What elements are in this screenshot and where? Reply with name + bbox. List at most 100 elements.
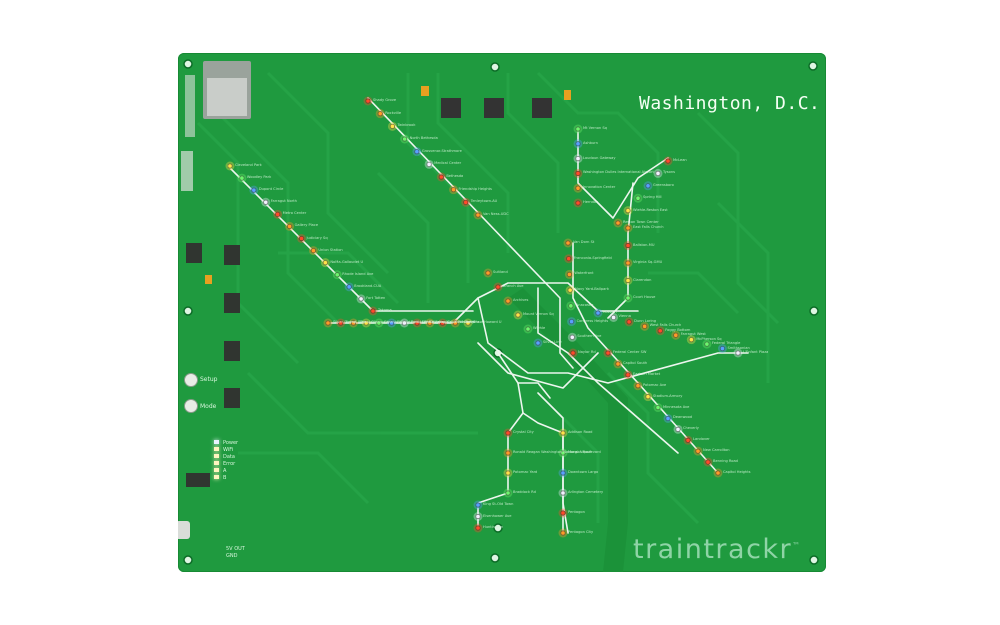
station-led [576, 186, 580, 190]
station-led [476, 514, 480, 519]
station-label: Rhode Island Ave [342, 271, 374, 276]
station-led [378, 111, 383, 116]
station-label: Ashburn [583, 140, 598, 145]
power-out-label: 5V OUT [226, 546, 245, 552]
station-label: Woodley Park [246, 175, 272, 180]
station-label: Judiciary Sq [306, 235, 328, 240]
setup-button[interactable] [184, 373, 198, 387]
station-label: Suitland [493, 270, 508, 274]
station-led [656, 405, 660, 410]
gnd-label: GND [226, 553, 238, 559]
station-label: West Falls Church [649, 323, 682, 328]
station-led [626, 278, 630, 283]
station-led [569, 319, 574, 324]
station-label: Capitol South [623, 360, 648, 365]
station-led [506, 491, 510, 495]
station-label: East Falls Church [633, 225, 664, 229]
station-led [240, 176, 244, 180]
station-led [561, 491, 565, 495]
station-label: Hyattsville Crossing [409, 320, 445, 324]
station-led [686, 438, 690, 443]
status-led-label: WiFi [223, 447, 234, 453]
station-led [646, 184, 650, 188]
station-label: Virginia Sq-GMU [633, 260, 663, 264]
station-led [371, 309, 375, 313]
station-led [415, 149, 419, 154]
station-label: U Street [460, 320, 475, 324]
station-label: Herndon [583, 200, 599, 204]
station-label: Bethesda [446, 174, 464, 178]
station-label: Vienna [618, 314, 631, 319]
station-label: Pentagon City [568, 530, 594, 534]
pcb-board: Washington, D.C. traintrackr™ Setup Mode… [178, 53, 826, 572]
station-led [576, 171, 580, 176]
mode-button[interactable] [184, 399, 198, 413]
station-label: Shaw-Howard U [473, 320, 502, 324]
station-led [626, 243, 630, 248]
station-label: Potomac Ave [643, 382, 667, 387]
station-led [566, 256, 571, 261]
station-led [666, 416, 670, 421]
station-led [736, 351, 740, 355]
station-led [696, 449, 700, 453]
station-led [453, 321, 458, 325]
station-led [338, 321, 343, 325]
caps [205, 86, 571, 284]
station-led [616, 362, 620, 366]
station-led [705, 342, 709, 346]
station-led [720, 346, 725, 351]
station-led [616, 221, 620, 225]
station-led [568, 288, 572, 292]
station-led [646, 394, 650, 399]
station-led [561, 431, 565, 435]
station-led [676, 427, 680, 432]
station-label: Morgan Boulevard [568, 450, 601, 454]
station-label: Franconia-Springfield [573, 255, 612, 260]
station-label: Braddock Rd [513, 490, 536, 494]
station-led [716, 471, 720, 475]
station-label: Grosvenor-Strathmore [421, 148, 462, 153]
station-label: North Bethesda [409, 136, 438, 140]
station-label: Ballston-MU [633, 242, 655, 247]
station-label: Silver Spring [333, 320, 356, 324]
station-led [596, 311, 600, 315]
station-label: Friendship Heights [458, 186, 492, 191]
station-label: Foggy Bottom [665, 327, 691, 332]
station-label: Twinbrook [397, 123, 416, 128]
station-led [627, 320, 631, 324]
station-label: McLean [673, 158, 687, 162]
station-led [451, 187, 456, 192]
station-label: Landover [693, 437, 710, 442]
station-label: Metro Center [282, 211, 307, 216]
station-label: Wiehle [533, 326, 546, 330]
station-label: Smithsonian [727, 345, 750, 350]
station-label: King St-Old Town [483, 502, 514, 506]
station-label: Downtown Largo [568, 470, 599, 474]
station-label: Innovation Center [583, 185, 616, 190]
station-label: Silver Line [543, 340, 562, 344]
station-label: Takoma [378, 308, 392, 312]
station-led [486, 271, 490, 275]
station-label: Wheaton [358, 320, 375, 324]
brand-logo: traintrackr™ [633, 534, 802, 565]
station-led [566, 241, 570, 245]
station-label: NoMa-Gallaudet U [330, 259, 364, 264]
station-led [576, 127, 580, 131]
station-led [666, 159, 670, 163]
status-led-dot [214, 454, 219, 458]
station-label: Farragut West [680, 332, 706, 337]
station-label: Navy Yard-Ballpark [575, 287, 609, 292]
status-led-power: Power [214, 429, 238, 448]
station-led [526, 327, 530, 331]
station-label: Glenmont [371, 320, 389, 324]
station-led [689, 337, 694, 342]
station-led [658, 328, 663, 333]
station-label: Federal Center SW [613, 350, 647, 354]
usb-c-port [178, 521, 190, 539]
station-led [611, 315, 616, 320]
station-label: Addison Road [568, 430, 593, 434]
station-label: Stadium-Armory [653, 393, 683, 398]
status-led-dot [214, 440, 219, 444]
station-label: Tysons [663, 170, 675, 175]
station-led [466, 321, 470, 325]
